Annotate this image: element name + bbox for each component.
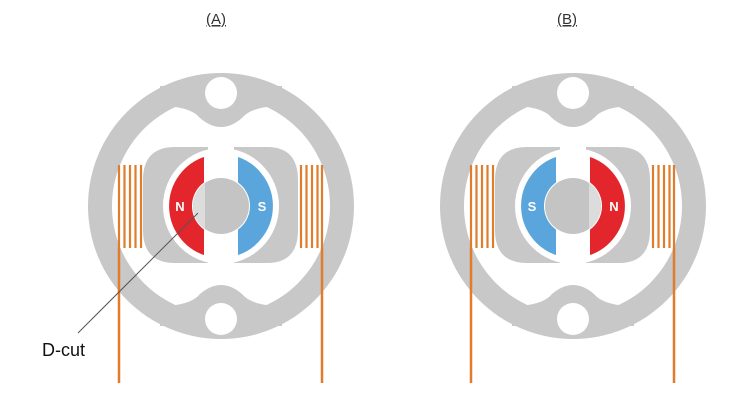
magnet-right-label: S: [258, 199, 267, 214]
dcut-leader-line: [77, 212, 199, 334]
rotor-shaft: [193, 178, 249, 234]
magnet-left-label: N: [175, 199, 184, 214]
mounting-hole-top: [557, 77, 589, 109]
rotor-dcut: [192, 183, 205, 229]
mounting-hole-bottom: [205, 303, 237, 335]
magnet-left-label: S: [528, 199, 537, 214]
magnet-left: [519, 154, 558, 258]
panel-a-title: (A): [206, 11, 226, 28]
magnet-right-label: N: [609, 199, 618, 214]
rotor-dcut: [589, 183, 602, 229]
dcut-label: D-cut: [42, 340, 85, 360]
mounting-hole-top: [205, 77, 237, 109]
magnet-right: [236, 154, 275, 258]
rotor-shaft: [545, 178, 601, 234]
mounting-hole-bottom: [557, 303, 589, 335]
panel-b-title: (B): [557, 11, 577, 28]
